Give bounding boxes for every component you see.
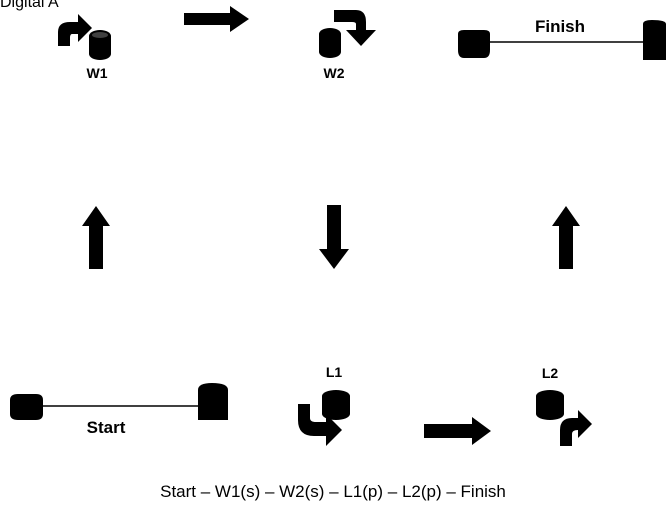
start-label: Start <box>87 418 126 437</box>
l1-label: L1 <box>326 364 343 380</box>
header-text: Digital A <box>0 0 59 11</box>
finish-line-icon <box>458 20 666 60</box>
w1-icon <box>58 14 111 60</box>
l2-label: L2 <box>542 365 559 381</box>
l2-icon <box>536 390 592 446</box>
w2-icon <box>319 10 376 58</box>
w1-label: W1 <box>87 65 108 81</box>
right-arrow-icon <box>184 6 249 32</box>
up-arrow-left-icon <box>82 206 110 269</box>
right-arrow-bottom-icon <box>424 417 491 445</box>
finish-label: Finish <box>535 17 585 36</box>
down-arrow-middle-icon <box>319 205 349 269</box>
start-line-icon <box>10 383 228 420</box>
l1-icon <box>298 390 350 446</box>
up-arrow-right-icon <box>552 206 580 269</box>
w2-label: W2 <box>324 65 345 81</box>
sequence-caption: Start – W1(s) – W2(s) – L1(p) – L2(p) – … <box>160 482 506 501</box>
